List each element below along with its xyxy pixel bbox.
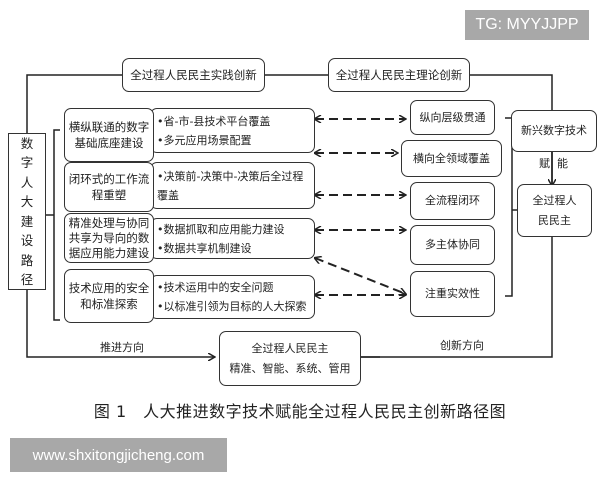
feature-label: 纵向层级贯通 xyxy=(419,110,486,124)
category-title-line: 据应用能力建设 xyxy=(68,245,150,260)
feature-box-vertical: 纵向层级贯通 xyxy=(410,100,495,135)
watermark-top-text: TG: MYYJJPP xyxy=(475,16,579,33)
democracy-line: 民民主 xyxy=(538,213,571,227)
left-title-box: 数 字 人 大 建 设 路 径 xyxy=(8,133,46,290)
category-title-line: 闭环式的工作流 xyxy=(68,172,150,186)
title-char: 人 xyxy=(20,174,34,190)
category-title-line: 技术应用的安全 xyxy=(68,281,150,295)
figure-caption: 图 1 人大推进数字技术赋能全过程人民民主创新路径图 xyxy=(93,402,507,421)
whole-process-democracy-box: 全过程人 民民主 xyxy=(517,184,592,237)
practice-innovation-box: 全过程人民民主实践创新 xyxy=(122,58,265,92)
category-title-box-1: 横纵联通的数字 基础底座建设 xyxy=(64,108,154,162)
feature-label: 注重实效性 xyxy=(425,287,480,300)
category-title-line: 精准处理与协同 xyxy=(68,215,150,230)
outcome-box: 全过程人民民主 精准、智能、系统、管用 xyxy=(219,331,361,386)
category-title-line: 共享为导向的数 xyxy=(68,230,150,245)
innovation-direction-label: 创新方向 xyxy=(440,339,484,352)
theory-innovation-label: 全过程人民民主理论创新 xyxy=(335,68,463,82)
empower-label: 赋 能 xyxy=(539,157,568,170)
category-items-box-2: •决策前-决策中-决策后全过程 覆盖 xyxy=(150,162,315,209)
category-title-line: 基础底座建设 xyxy=(74,136,144,150)
feature-box-multi-subject: 多主体协同 xyxy=(410,225,495,265)
category-item: •数据共享机制建设 xyxy=(157,241,252,255)
feature-box-effectiveness: 注重实效性 xyxy=(410,271,495,317)
feature-box-horizontal: 横向全领域覆盖 xyxy=(401,140,502,177)
category-title-box-4: 技术应用的安全 和标准探索 xyxy=(64,269,154,323)
watermark-bottom-text: www.shxitongjicheng.com xyxy=(32,446,205,464)
advance-direction-label: 推进方向 xyxy=(100,341,144,354)
category-title-line: 横纵联通的数字 xyxy=(68,120,150,134)
title-char: 大 xyxy=(20,194,34,209)
feature-label: 横向全领域覆盖 xyxy=(413,151,490,165)
feature-label: 多主体协同 xyxy=(425,238,480,251)
category-item: •省-市-县技术平台覆盖 xyxy=(157,114,271,128)
category-item: •数据抓取和应用能力建设 xyxy=(157,222,285,236)
outcome-title: 全过程人民民主 xyxy=(251,341,329,355)
emerging-tech-box: 新兴数字技术 xyxy=(511,110,597,152)
title-char: 字 xyxy=(20,155,34,170)
theory-innovation-box: 全过程人民民主理论创新 xyxy=(328,58,470,92)
title-char: 设 xyxy=(20,233,34,248)
feature-label: 全流程闭环 xyxy=(425,194,480,207)
practice-innovation-label: 全过程人民民主实践创新 xyxy=(130,68,257,82)
category-items-box-4: •技术运用中的安全问题 •以标准引领为目标的人大探索 xyxy=(150,275,315,319)
category-title-line: 和标准探索 xyxy=(80,297,138,311)
title-char: 径 xyxy=(20,272,34,287)
outcome-attributes: 精准、智能、系统、管用 xyxy=(229,361,351,375)
title-char: 路 xyxy=(20,252,34,268)
title-char: 数 xyxy=(20,135,34,151)
category-items-box-1: •省-市-县技术平台覆盖 •多元应用场景配置 xyxy=(150,108,315,153)
category-title-line: 程重塑 xyxy=(91,188,127,202)
category-items-box-3: •数据抓取和应用能力建设 •数据共享机制建设 xyxy=(150,218,315,259)
category-item: 覆盖 xyxy=(157,188,179,202)
category-item: •技术运用中的安全问题 xyxy=(157,281,274,294)
category-item: •以标准引领为目标的人大探索 xyxy=(157,300,307,313)
emerging-tech-label: 新兴数字技术 xyxy=(521,124,587,137)
title-char: 建 xyxy=(20,213,34,229)
category-item: •决策前-决策中-决策后全过程 xyxy=(157,169,304,183)
category-item: •多元应用场景配置 xyxy=(157,133,252,147)
category-title-box-3: 精准处理与协同 共享为导向的数 据应用能力建设 xyxy=(64,213,154,263)
category-title-box-2: 闭环式的工作流 程重塑 xyxy=(64,162,154,212)
feature-box-closed-loop: 全流程闭环 xyxy=(410,182,495,220)
democracy-line: 全过程人 xyxy=(532,193,577,207)
watermark-top: TG: MYYJJPP xyxy=(465,10,589,40)
watermark-bottom: www.shxitongjicheng.com xyxy=(10,438,227,472)
